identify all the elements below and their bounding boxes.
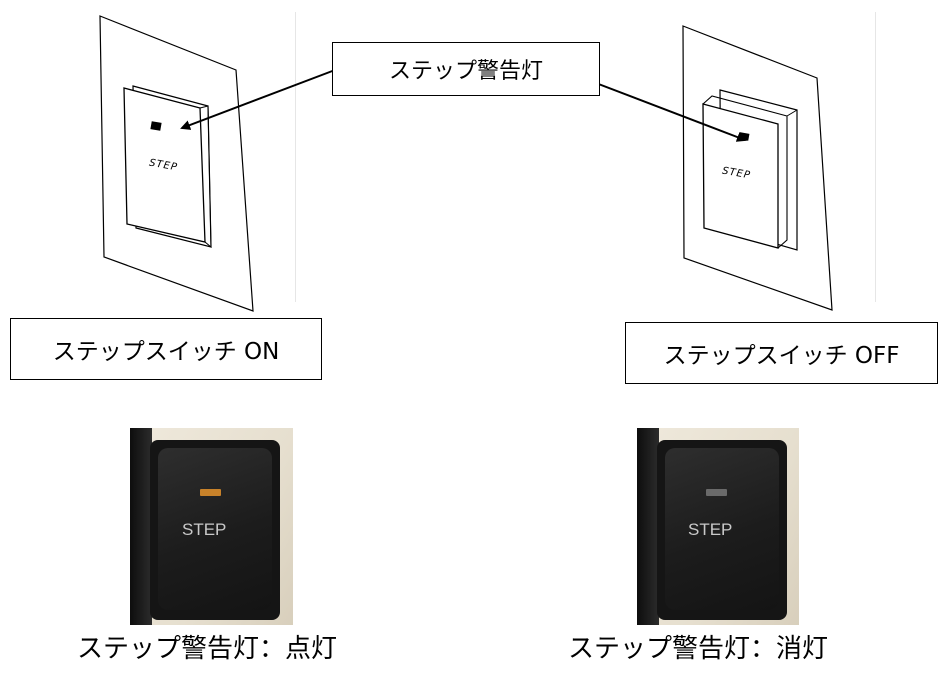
switch-on-label: ステップスイッチ ON bbox=[10, 318, 322, 380]
warning-lamp-callout: ステップ警告灯 bbox=[332, 42, 600, 96]
arrow-to-right-lamp bbox=[587, 79, 747, 142]
right-panel-drawing bbox=[682, 25, 833, 311]
caption-lamp-on: ステップ警告灯：点灯 bbox=[77, 634, 338, 664]
photo-lamp-on: STEP bbox=[130, 428, 293, 625]
photo-on-warning-lamp bbox=[200, 489, 221, 496]
arrow-to-left-lamp bbox=[180, 69, 336, 130]
photo-off-left-shadow bbox=[637, 428, 659, 625]
photo-on-step-text: STEP bbox=[182, 520, 227, 539]
photo-lamp-off: STEP bbox=[637, 428, 799, 625]
photo-off-step-text: STEP bbox=[688, 520, 733, 539]
photo-on-left-shadow bbox=[130, 428, 152, 625]
divider-line-right bbox=[875, 12, 876, 302]
caption-lamp-off: ステップ警告灯：消灯 bbox=[568, 634, 829, 664]
photo-off-switch-face bbox=[665, 448, 779, 610]
photo-off-warning-lamp bbox=[706, 489, 727, 496]
photo-on-switch-face bbox=[158, 448, 272, 610]
switch-off-label: ステップスイッチ OFF bbox=[625, 322, 938, 384]
switch-diagram bbox=[99, 15, 833, 312]
divider-line-left bbox=[295, 12, 296, 302]
